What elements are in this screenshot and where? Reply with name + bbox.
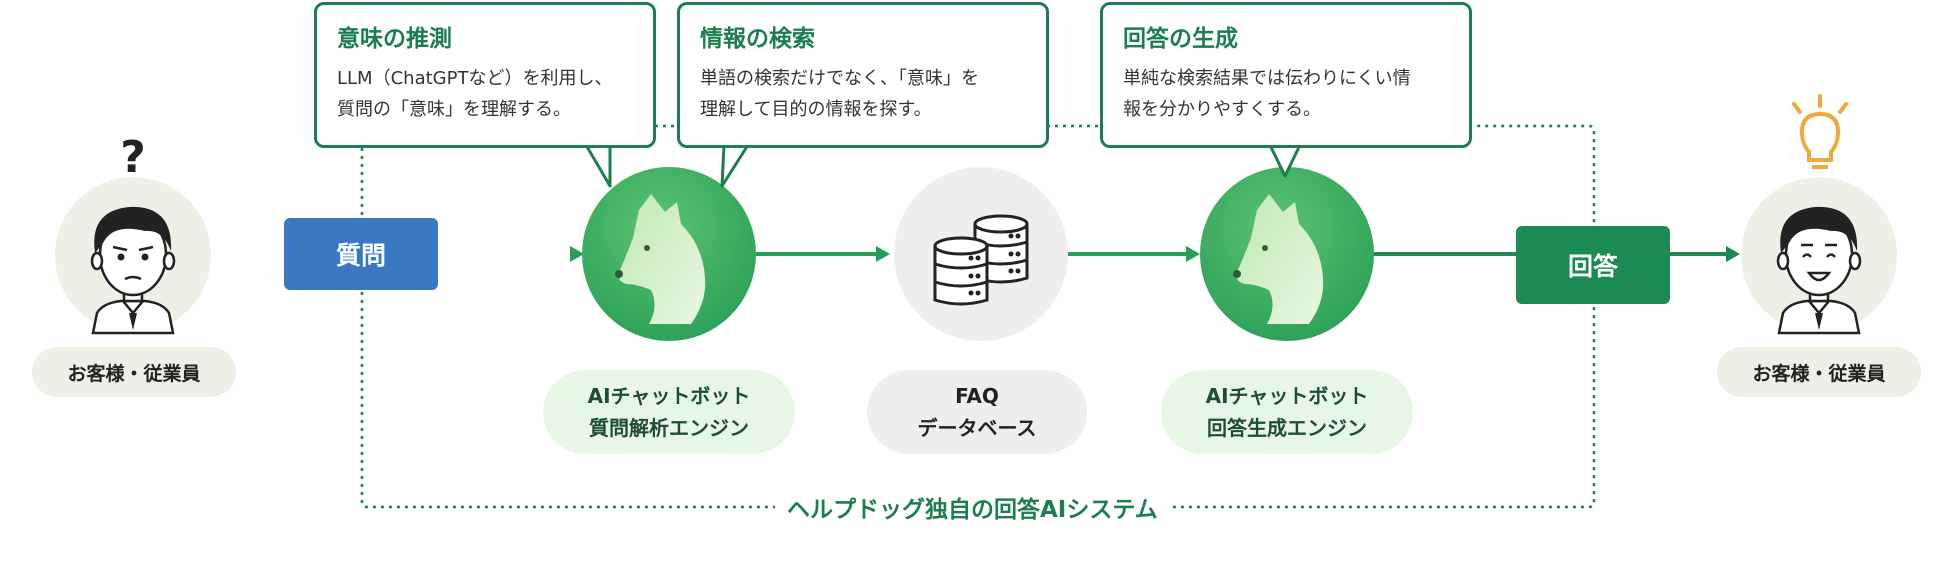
arrow-head xyxy=(876,246,890,262)
dog-icon xyxy=(615,194,706,324)
database-label: FAQ データベース xyxy=(867,370,1087,454)
engine1-label-line2: 質問解析エンジン xyxy=(589,416,749,440)
callout-text-line: 報を分かりやすくする。 xyxy=(1123,99,1321,120)
question-label: 質問 xyxy=(284,218,438,290)
callout-text-line: 単語の検索だけでなく、「意味」を xyxy=(700,68,979,89)
callout-title: 回答の生成 xyxy=(1123,26,1238,52)
callout-info-search: 情報の検索 単語の検索だけでなく、「意味」を 理解して目的の情報を探す。 xyxy=(677,2,1049,148)
dog-icon xyxy=(1233,194,1324,324)
person-icon xyxy=(55,177,211,335)
database-label-line2: データベース xyxy=(917,416,1037,440)
answer-label: 回答 xyxy=(1516,226,1670,304)
engine2-label-line2: 回答生成エンジン xyxy=(1207,416,1367,440)
callout-text-line: 理解して目的の情報を探す。 xyxy=(700,99,932,120)
arrow-head xyxy=(1186,246,1200,262)
question-mark-icon: ? xyxy=(120,132,146,183)
callout-title: 情報の検索 xyxy=(700,26,815,52)
callout-answer-generation: 回答の生成 単純な検索結果では伝わりにくい情 報を分かりやすくする。 xyxy=(1100,2,1472,148)
person-label-left: お客様・従業員 xyxy=(32,347,236,397)
callout-text-line: 単純な検索結果では伝わりにくい情 xyxy=(1123,68,1411,89)
callout-text-line: 質問の「意味」を理解する。 xyxy=(337,99,571,120)
person-label-text: お客様・従業員 xyxy=(67,362,201,385)
callout-meaning-inference: 意味の推測 LLM（ChatGPTなど）を利用し、 質問の「意味」を理解する。 xyxy=(314,2,656,148)
arrow-head xyxy=(1726,246,1740,262)
database-node xyxy=(894,167,1068,341)
engine1-label-line1: AIチャットボット xyxy=(587,384,751,408)
lightbulb-icon xyxy=(1792,94,1848,169)
person-label-right: お客様・従業員 xyxy=(1717,347,1921,397)
arrow-head xyxy=(570,246,584,262)
engine2-node xyxy=(1200,167,1374,341)
callout-text-line: LLM（ChatGPTなど）を利用し、 xyxy=(337,68,613,89)
engine1-label: AIチャットボット 質問解析エンジン xyxy=(543,370,795,454)
database-icon xyxy=(933,214,1029,306)
callout-title: 意味の推測 xyxy=(337,26,452,52)
system-label: ヘルプドッグ独自の回答AIシステム xyxy=(775,490,1170,524)
person-label-text: お客様・従業員 xyxy=(1752,362,1886,385)
database-label-line1: FAQ xyxy=(955,384,999,408)
engine2-label-line1: AIチャットボット xyxy=(1205,384,1369,408)
callout-tails xyxy=(584,143,1302,188)
person-icon xyxy=(1741,177,1897,335)
engine2-label: AIチャットボット 回答生成エンジン xyxy=(1161,370,1413,454)
engine1-node xyxy=(582,167,756,341)
